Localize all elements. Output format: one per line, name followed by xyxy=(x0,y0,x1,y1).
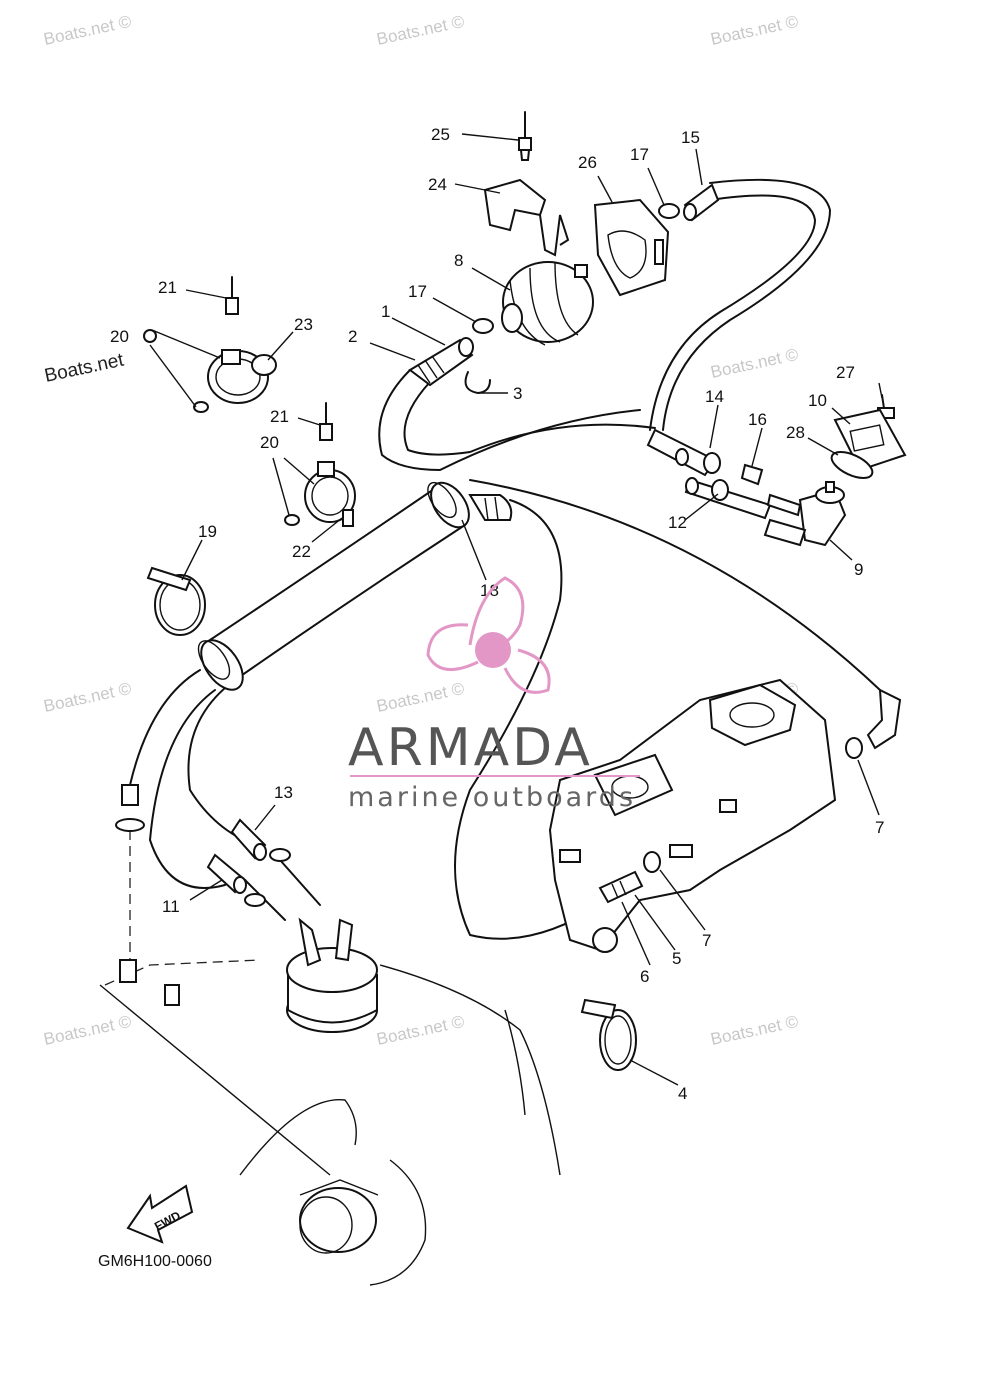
part-20-22-clamp-lower[interactable] xyxy=(284,461,356,527)
fwd-direction-arrow: FWD xyxy=(126,1184,194,1244)
label-part-20-lower: 20 xyxy=(260,433,279,452)
label-part-21-lower: 21 xyxy=(270,407,289,426)
label-part-6: 6 xyxy=(640,967,649,986)
part-7-clip-right[interactable] xyxy=(845,737,863,759)
fuel-tank-filler-neck xyxy=(299,1179,379,1254)
label-part-7-right: 7 xyxy=(875,818,884,837)
label-part-16: 16 xyxy=(748,410,767,429)
label-part-8: 8 xyxy=(454,251,463,270)
label-part-3: 3 xyxy=(513,384,522,403)
label-part-24: 24 xyxy=(428,175,447,194)
part-17-clip-upper[interactable] xyxy=(472,318,494,334)
svg-text:Boats.net ©: Boats.net © xyxy=(375,679,467,716)
part-7-clip-lower[interactable] xyxy=(643,851,661,873)
part-21-rivet-upper[interactable] xyxy=(225,276,239,315)
label-part-20-upper: 20 xyxy=(110,327,129,346)
hose-end-ring-left xyxy=(197,639,244,691)
label-part-5: 5 xyxy=(672,949,681,968)
part-4-band[interactable] xyxy=(580,998,637,1071)
part-1-2-hose-ring[interactable] xyxy=(408,337,474,387)
svg-text:Boats.net ©: Boats.net © xyxy=(375,12,467,49)
part-12-hose[interactable] xyxy=(684,477,772,520)
part-16-clip[interactable] xyxy=(740,463,764,486)
part-19-band[interactable] xyxy=(146,566,206,636)
svg-text:Boats.net ©: Boats.net © xyxy=(42,679,134,716)
fuel-hoses xyxy=(129,178,881,960)
label-part-19: 19 xyxy=(198,522,217,541)
part-9-fuel-cock[interactable] xyxy=(763,481,847,547)
part-21-rivet-lower[interactable] xyxy=(319,402,333,441)
part-15-hose[interactable] xyxy=(683,183,720,222)
part-18-joint[interactable] xyxy=(422,476,513,534)
part-25-rivet[interactable] xyxy=(518,111,532,161)
part-11-hose[interactable] xyxy=(206,853,247,894)
part-17-clip-right[interactable] xyxy=(658,203,680,219)
fuel-sender-unit xyxy=(119,917,378,1033)
label-part-9: 9 xyxy=(854,560,863,579)
label-part-7-lower: 7 xyxy=(702,931,711,950)
part-3-clip[interactable] xyxy=(464,371,491,394)
label-part-2: 2 xyxy=(348,327,357,346)
svg-text:Boats.net ©: Boats.net © xyxy=(709,12,801,49)
part-24-bracket[interactable] xyxy=(483,178,570,257)
hose-clip-left xyxy=(115,784,291,907)
svg-text:Boats.net ©: Boats.net © xyxy=(42,12,134,49)
label-part-28: 28 xyxy=(786,423,805,442)
part-number-labels: 1 2 3 4 5 6 7 7 8 9 10 11 12 13 14 15 16… xyxy=(110,125,884,1103)
label-part-26: 26 xyxy=(578,153,597,172)
label-part-15: 15 xyxy=(681,128,700,147)
label-part-21-upper: 21 xyxy=(158,278,177,297)
armada-logo: ARMADA marine outboards xyxy=(348,576,640,813)
label-part-14: 14 xyxy=(705,387,724,406)
svg-text:Boats.net ©: Boats.net © xyxy=(709,1012,801,1049)
label-part-23: 23 xyxy=(294,315,313,334)
part-5-6-hose[interactable] xyxy=(598,870,644,904)
leader-lines xyxy=(149,133,883,1086)
label-part-25: 25 xyxy=(431,125,450,144)
label-part-11: 11 xyxy=(162,897,180,916)
propeller-icon xyxy=(426,576,551,694)
hose-elbow-right xyxy=(866,688,902,750)
part-20-23-clamp-upper[interactable] xyxy=(143,329,277,413)
label-part-4: 4 xyxy=(678,1084,687,1103)
fuel-tank-outline xyxy=(99,959,561,1286)
svg-text:Boats.net ©: Boats.net © xyxy=(709,345,801,382)
part-13-hose[interactable] xyxy=(230,818,267,861)
part-8-fuel-filter[interactable] xyxy=(501,261,594,346)
label-part-22: 22 xyxy=(292,542,311,561)
label-part-27: 27 xyxy=(836,363,855,382)
label-part-10: 10 xyxy=(808,391,827,410)
label-part-17-right: 17 xyxy=(630,145,649,164)
drawing-code: GM6H100-0060 xyxy=(98,1253,212,1270)
svg-text:Boats.net ©: Boats.net © xyxy=(375,1012,467,1049)
part-26-filter-holder[interactable] xyxy=(593,198,670,297)
brand-tagline: marine outboards xyxy=(348,782,636,813)
svg-text:Boats.net: Boats.net xyxy=(43,350,127,387)
svg-text:Boats.net ©: Boats.net © xyxy=(42,1012,134,1049)
brand-name: ARMADA xyxy=(348,718,593,778)
part-14-hose[interactable] xyxy=(646,428,721,477)
label-part-12: 12 xyxy=(668,513,687,532)
label-part-17-upper: 17 xyxy=(408,282,427,301)
label-part-1: 1 xyxy=(381,302,390,321)
label-part-13: 13 xyxy=(274,783,293,802)
part-28-knob[interactable] xyxy=(828,447,876,484)
